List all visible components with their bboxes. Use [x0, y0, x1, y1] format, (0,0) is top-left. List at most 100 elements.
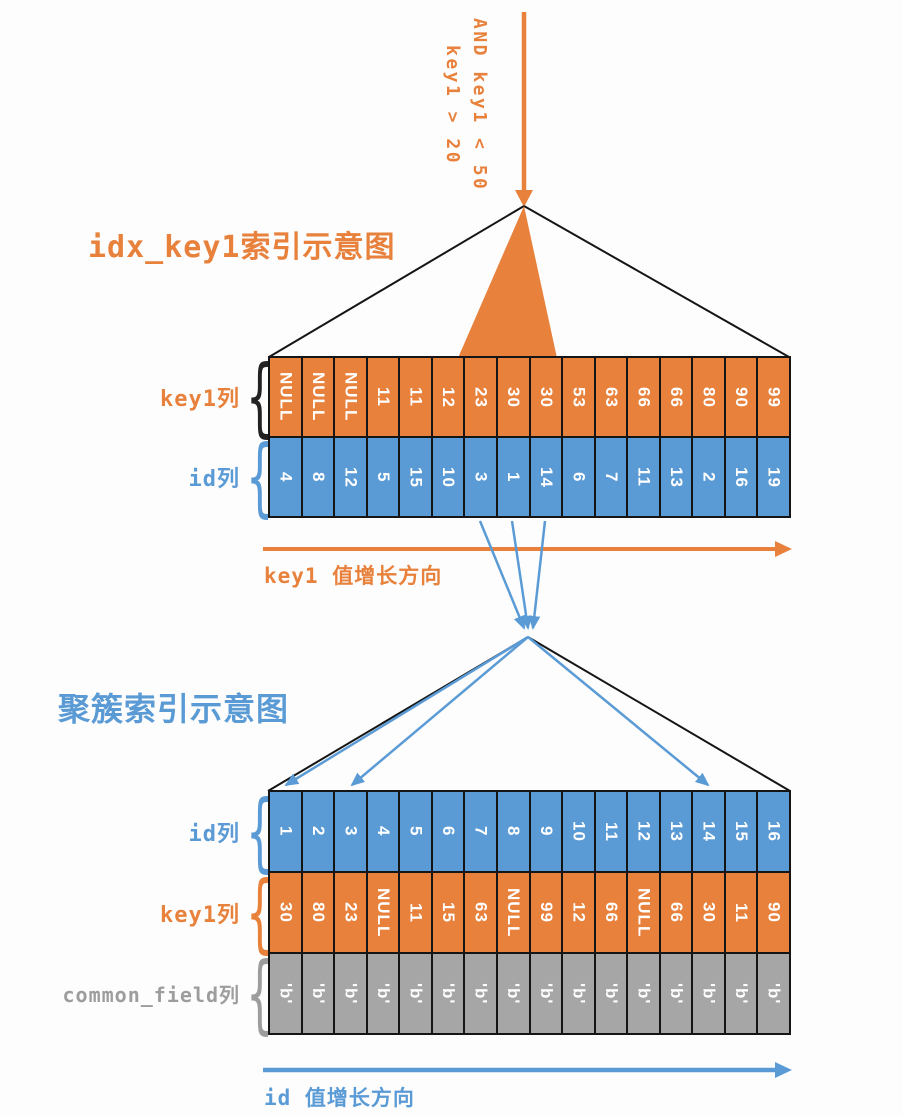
cell: 11 — [725, 871, 759, 954]
cell-value: 11 — [373, 387, 393, 407]
s1-id-row-label: id列 { — [0, 427, 274, 527]
cell: 13 — [660, 790, 694, 873]
cell-value: 13 — [667, 821, 687, 842]
cell-value: 5 — [373, 471, 393, 483]
cell-value: 90 — [732, 386, 752, 408]
cell-value: NULL — [341, 372, 361, 422]
cell: 'b' — [432, 952, 466, 1035]
cell-value: 'b' — [471, 982, 491, 1005]
cell-value: 4 — [276, 471, 296, 483]
cell: 30 — [497, 356, 531, 438]
cell-value: 80 — [308, 902, 328, 923]
cell: 23 — [465, 356, 498, 438]
cell: 15 — [400, 436, 433, 518]
cell: NULL — [335, 356, 368, 438]
cell: 'b' — [497, 952, 531, 1035]
cell-value: 'b' — [308, 982, 328, 1005]
cell: 'b' — [660, 952, 694, 1035]
cell-value: 11 — [406, 902, 426, 923]
cell: 14 — [530, 436, 564, 518]
cell-value: 3 — [471, 471, 491, 483]
cell-value: 'b' — [439, 982, 459, 1005]
cell-value: 'b' — [373, 982, 393, 1005]
cell: 63 — [465, 871, 498, 954]
cell: 'b' — [335, 952, 368, 1035]
key1-growth-arrow-icon — [263, 541, 792, 557]
cell-value: 7 — [601, 471, 621, 483]
cell-value: 23 — [471, 386, 491, 408]
clustered-index-title: 聚簇索引示意图 — [58, 690, 290, 728]
cell-value: 12 — [569, 902, 589, 923]
back-to-table-diverging-arrows — [284, 635, 710, 787]
cell: 'b' — [367, 952, 401, 1035]
secondary-index-fanout-lines — [268, 205, 790, 358]
cell-value: 66 — [601, 902, 621, 923]
cell-value: 'b' — [341, 982, 361, 1005]
cell-value: 14 — [536, 466, 556, 488]
cell: 30 — [693, 871, 726, 954]
cell-value: 23 — [341, 902, 361, 923]
cell: 9 — [530, 790, 564, 873]
cell-value: 99 — [764, 386, 784, 408]
cell: 10 — [563, 790, 596, 873]
cell-value: 99 — [536, 902, 556, 923]
cell: 'b' — [302, 952, 336, 1035]
brace-icon: { — [246, 427, 274, 527]
cell: 12 — [563, 871, 596, 954]
cell-value: NULL — [308, 372, 328, 422]
cell: 'b' — [758, 952, 791, 1035]
cell-value: 16 — [732, 466, 752, 488]
cell-value: 6 — [439, 826, 459, 837]
s2-id-row-label: id列 { — [0, 789, 274, 875]
cell: 6 — [563, 436, 596, 518]
cell-value: 11 — [406, 387, 426, 407]
id-growth-arrow-icon — [263, 1062, 792, 1078]
cell: 12 — [628, 790, 661, 873]
cell-value: 'b' — [667, 982, 687, 1005]
cell: 11 — [595, 790, 629, 873]
cell-value: 'b' — [764, 982, 784, 1005]
cell: 5 — [367, 436, 401, 518]
clustered-index-fanout-lines — [267, 636, 791, 792]
cell-value: 7 — [471, 826, 491, 837]
cell-value: 9 — [536, 826, 556, 837]
brace-icon: { — [246, 943, 274, 1044]
cell: 3 — [335, 790, 368, 873]
cell-value: 66 — [634, 386, 654, 408]
cell-value: 4 — [373, 826, 393, 837]
cell-value: 53 — [569, 386, 589, 408]
cell-value: 2 — [699, 471, 719, 483]
cell: 12 — [432, 356, 466, 438]
cell: 4 — [268, 436, 303, 518]
cell: 8 — [497, 790, 531, 873]
cell-value: 'b' — [699, 982, 719, 1005]
cell-value: 12 — [439, 386, 459, 408]
cell-value: 14 — [699, 821, 719, 842]
cell: 23 — [335, 871, 368, 954]
cell-value: 63 — [471, 902, 491, 923]
cell-value: 80 — [699, 386, 719, 408]
cell: 80 — [302, 871, 336, 954]
cell: 13 — [660, 436, 694, 518]
cell: NULL — [302, 356, 336, 438]
key1-growth-label: key1 值增长方向 — [264, 564, 443, 588]
cell: 80 — [693, 356, 726, 438]
cell: 'b' — [693, 952, 726, 1035]
cell: 66 — [660, 356, 694, 438]
cell: 11 — [400, 356, 433, 438]
cell-value: 3 — [341, 826, 361, 837]
cell: 'b' — [563, 952, 596, 1035]
s2-key1-row-label-text: key1列 — [160, 902, 240, 928]
cell-value: 'b' — [569, 982, 589, 1005]
cell-value: 11 — [634, 467, 654, 487]
cell: 6 — [432, 790, 466, 873]
range-funnel — [458, 206, 557, 358]
cell: 8 — [302, 436, 336, 518]
cell: 1 — [268, 790, 303, 873]
cell: 10 — [432, 436, 466, 518]
cell: 99 — [530, 871, 564, 954]
s2-id-row-label-text: id列 — [188, 821, 240, 847]
cell-value: 12 — [634, 821, 654, 842]
cell-value: 6 — [569, 471, 589, 483]
